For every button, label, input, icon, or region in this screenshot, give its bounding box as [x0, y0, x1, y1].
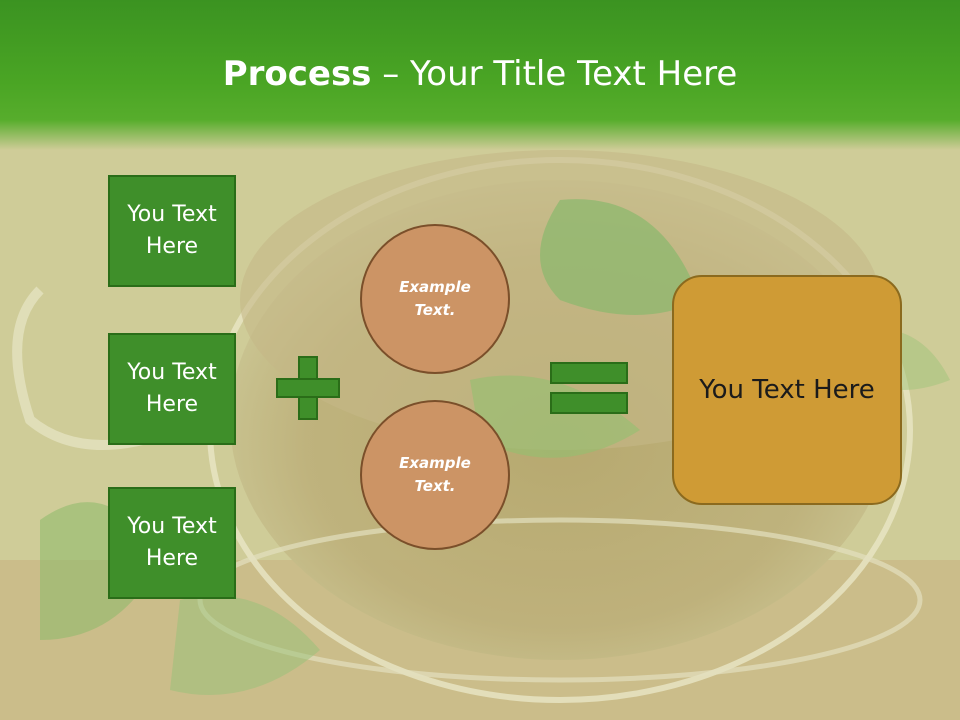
input-box-1: You Text Here [108, 175, 236, 287]
input-box-3-line1: You Text [127, 514, 217, 539]
input-box-2-line2: Here [145, 392, 199, 417]
example-circle-2-line1: Example [399, 454, 471, 472]
input-box-2-line1: You Text [127, 360, 217, 385]
input-box-2: You Text Here [108, 333, 236, 445]
example-circle-1-line2: Text. [414, 301, 456, 319]
result-label: You Text Here [699, 375, 875, 405]
slide-title: Process – Your Title Text Here [0, 52, 960, 96]
title-rest: – Your Title Text Here [371, 54, 738, 94]
input-box-3-line2: Here [145, 546, 199, 571]
header-band [0, 0, 960, 150]
plus-icon [276, 356, 340, 420]
example-circle-1-line1: Example [399, 278, 471, 296]
example-circle-1: Example Text. [360, 224, 510, 374]
example-circle-2-line2: Text. [414, 477, 456, 495]
title-emphasis: Process [222, 54, 372, 94]
result-box: You Text Here [672, 275, 902, 505]
equals-icon [550, 362, 628, 414]
input-box-1-line1: You Text [127, 202, 217, 227]
input-box-1-line2: Here [145, 234, 199, 259]
example-circle-2: Example Text. [360, 400, 510, 550]
input-box-3: You Text Here [108, 487, 236, 599]
